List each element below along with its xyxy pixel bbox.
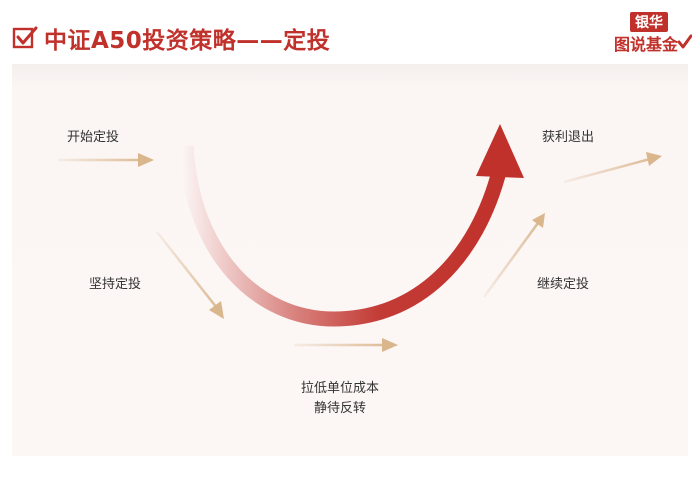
checkbox-check-icon bbox=[12, 26, 38, 49]
arrow-continue bbox=[482, 213, 545, 298]
logo-bottom-text: 图说基金 bbox=[614, 35, 679, 54]
brand-logo: 银华 图说基金 bbox=[614, 12, 692, 54]
arrow-hold bbox=[156, 231, 224, 319]
header: 中证A50投资策略——定投 bbox=[12, 18, 330, 58]
arrow-start bbox=[58, 153, 154, 167]
logo-check-icon bbox=[677, 34, 692, 49]
strategy-diagram bbox=[58, 124, 662, 352]
diagram-panel: 开始定投 坚持定投 拉低单位成本 静待反转 继续定投 获利退出 bbox=[12, 64, 688, 456]
label-start: 开始定投 bbox=[67, 130, 120, 145]
label-lower-cost-line1: 拉低单位成本 bbox=[301, 381, 380, 396]
label-exit: 获利退出 bbox=[542, 130, 595, 145]
arrow-exit bbox=[563, 152, 662, 184]
arrow-lower-cost bbox=[294, 338, 398, 352]
label-lower-cost-line2: 静待反转 bbox=[314, 401, 367, 416]
label-continue: 继续定投 bbox=[537, 277, 590, 292]
label-hold: 坚持定投 bbox=[89, 277, 142, 292]
logo-top-text: 银华 bbox=[635, 14, 663, 31]
trend-arrowhead-icon bbox=[476, 124, 524, 178]
trend-curve bbox=[178, 145, 508, 327]
logo-badge bbox=[630, 12, 668, 32]
page-title: 中证A50投资策略——定投 bbox=[44, 28, 331, 54]
